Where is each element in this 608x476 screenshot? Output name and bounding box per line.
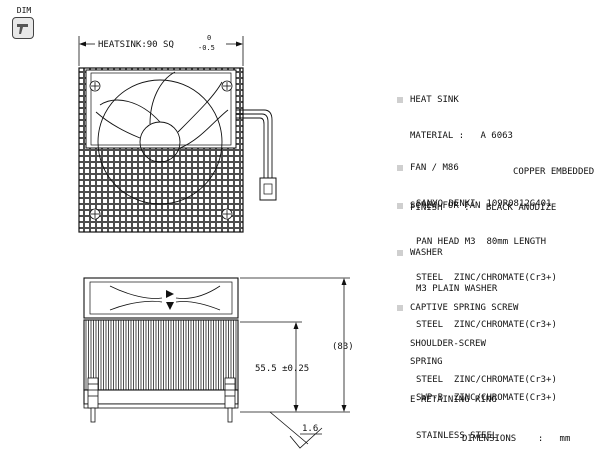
spec-e-ring: E-RETAINING RING STAINLESS STEEL xyxy=(410,370,497,454)
spec-screw-title: SCREW FOR FAN xyxy=(410,201,481,211)
fan-icon xyxy=(95,71,229,205)
spec-fan-model: SANYO DENKI 109R0812G401 xyxy=(416,199,552,209)
spec-heatsink-material: MATERIAL : A 6063 xyxy=(410,131,513,141)
dimensions-units: DIMENSIONS : mm xyxy=(462,434,571,444)
bullet xyxy=(397,250,403,256)
bullet xyxy=(397,305,403,311)
top-width-tol-lower: -0.5 xyxy=(198,44,215,52)
spec-ering-line1: STAINLESS STEEL xyxy=(416,431,498,441)
top-width-tol-upper: 0 xyxy=(207,34,211,42)
fin-height-dimension: 55.5 ±0.25 xyxy=(255,364,309,374)
airflow-arrow-icon xyxy=(166,290,174,298)
airflow-arrow-down-icon xyxy=(166,302,174,310)
captive-screws xyxy=(87,377,236,423)
surface-roughness-icon xyxy=(269,411,323,449)
bullet xyxy=(397,97,403,103)
spec-heatsink-material-2: COPPER EMBEDDED xyxy=(410,167,595,177)
dim-badge: DIM xyxy=(12,6,36,42)
spec-captive-title: CAPTIVE SPRING SCREW xyxy=(410,303,519,313)
bullet xyxy=(397,203,403,209)
corner-screws xyxy=(89,80,233,220)
spec-fan-title: FAN / M86 xyxy=(410,163,459,173)
spec-washer-line1: M3 PLAIN WASHER xyxy=(416,284,498,294)
spec-spring: SPRING SWP-B ZINC/CHROMATE(Cr3+) xyxy=(410,332,557,416)
spec-captive-line2: STEEL ZINC/CHROMATE(Cr3+) xyxy=(416,375,557,385)
spec-washer-line2: STEEL ZINC/CHROMATE(Cr3+) xyxy=(416,320,557,330)
spec-fan: FAN / M86 SANYO DENKI 109R0812G401 xyxy=(397,138,552,222)
spec-washer: WASHER M3 PLAIN WASHER STEEL ZINC/CHROMA… xyxy=(397,223,557,343)
top-width-dimension: HEATSINK:90 SQ xyxy=(98,40,174,50)
spec-screw-line1: PAN HEAD M3 80mm LENGTH xyxy=(416,237,547,247)
spec-captive-screw: CAPTIVE SPRING SCREW SHOULDER-SCREW STEE… xyxy=(397,278,557,398)
spec-heatsink: HEAT SINK MATERIAL : A 6063 COPPER EMBED… xyxy=(397,70,595,226)
dim-tool-icon xyxy=(12,17,34,39)
fan-connector xyxy=(259,177,277,201)
spec-heatsink-title: HEAT SINK xyxy=(410,95,459,105)
spec-washer-title: WASHER xyxy=(410,248,443,258)
heatsink-base xyxy=(83,389,239,405)
spec-heatsink-finish: FINISH : BLACK ANODIZE xyxy=(410,203,557,213)
spec-spring-line1: SWP-B ZINC/CHROMATE(Cr3+) xyxy=(416,393,557,403)
spec-captive-line1: SHOULDER-SCREW xyxy=(410,339,486,349)
spec-ering-title: E-RETAINING RING xyxy=(410,395,497,405)
surface-roughness-value: 1.6 xyxy=(302,424,318,434)
spec-spring-title: SPRING xyxy=(410,357,443,367)
side-view: (83) 55.5 ±0.25 1.6 xyxy=(83,277,354,449)
spec-screw-line2: STEEL ZINC/CHROMATE(Cr3+) xyxy=(416,273,557,283)
fan-cable xyxy=(236,109,273,178)
top-view: HEATSINK:90 SQ 0 -0.5 xyxy=(78,34,277,233)
spec-screw: SCREW FOR FAN PAN HEAD M3 80mm LENGTH ST… xyxy=(397,176,557,296)
heatsink-fins xyxy=(83,319,239,391)
total-height-dimension: (83) xyxy=(332,342,354,352)
bullet xyxy=(397,165,403,171)
dim-badge-label: DIM xyxy=(16,6,32,15)
